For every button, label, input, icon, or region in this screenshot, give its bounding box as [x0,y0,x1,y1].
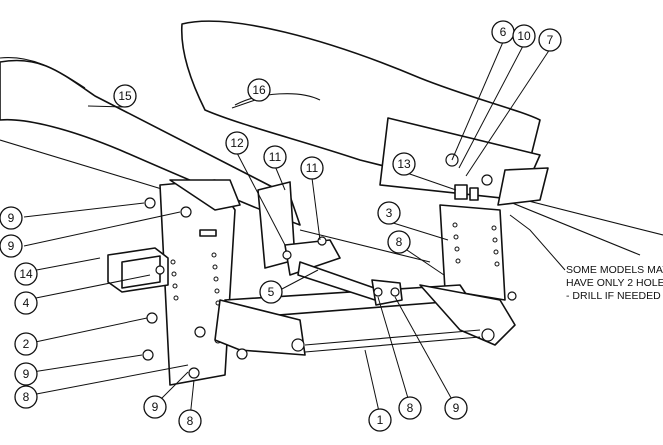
callout-15: 15 [113,84,137,108]
callout-8-d: 8 [398,396,422,420]
callout-11-a: 11 [263,145,287,169]
callout-9-c: 9 [14,362,38,386]
lower-arm-assembly [214,261,516,360]
callout-6-label: 6 [500,25,507,39]
callout-9-d-label: 9 [152,400,159,414]
callout-9-d: 9 [143,395,167,419]
callout-1-label: 1 [377,413,384,427]
callout-1: 1 [368,408,392,432]
callout-9-e: 9 [444,396,468,420]
callout-5-label: 5 [268,285,275,299]
callout-9-a-label: 9 [8,211,15,225]
callout-8-c: 8 [178,409,202,433]
callout-8-a: 8 [387,230,411,254]
square-tube [107,247,169,293]
callout-8-b-label: 8 [23,390,30,404]
callout-10-label: 10 [517,29,531,43]
callout-9-b: 9 [0,234,23,258]
callout-3: 3 [377,201,401,225]
callout-11-b: 11 [300,156,324,180]
leader-lines [23,41,566,419]
callout-8-d-label: 8 [407,401,414,415]
drill-note-line-1: SOME MODELS MAY [566,264,663,276]
right-mount-plate [439,204,517,301]
callout-13: 13 [392,152,416,176]
callout-16: 16 [247,78,271,102]
callout-2-label: 2 [23,337,30,351]
callout-14: 14 [14,262,38,286]
drill-note-line-3: - DRILL IF NEEDED [566,290,661,302]
callout-7-label: 7 [547,33,554,47]
callout-9-a: 9 [0,206,23,230]
callout-2: 2 [14,332,38,356]
callout-11-a-label: 11 [269,150,282,164]
callout-14-label: 14 [19,267,33,281]
callout-15-label: 15 [118,89,132,103]
callout-8-c-label: 8 [187,414,194,428]
callout-9-b-label: 9 [8,239,15,253]
callout-4: 4 [14,291,38,315]
callout-4-label: 4 [23,296,30,310]
callout-7: 7 [538,28,562,52]
drill-note-line-2: HAVE ONLY 2 HOLES [566,277,663,289]
upper-clamp-bracket [379,117,549,206]
callout-9-c-label: 9 [23,367,30,381]
callout-6: 6 [491,20,515,44]
callout-11-b-label: 11 [306,161,319,175]
callout-13-label: 13 [397,157,411,171]
callout-16-label: 16 [252,83,266,97]
callout-12-label: 12 [230,136,244,150]
callout-8-a-label: 8 [396,235,403,249]
callout-10: 10 [512,24,536,48]
center-link-bracket [257,181,341,276]
callout-3-label: 3 [386,206,393,220]
callout-9-e-label: 9 [453,401,460,415]
callout-8-b: 8 [14,385,38,409]
left-plate-bolts [142,197,206,379]
callout-12: 12 [225,131,249,155]
drill-note: SOME MODELS MAY HAVE ONLY 2 HOLES - DRIL… [566,264,663,302]
callout-5: 5 [259,280,283,304]
left-mount-plate [159,179,241,386]
